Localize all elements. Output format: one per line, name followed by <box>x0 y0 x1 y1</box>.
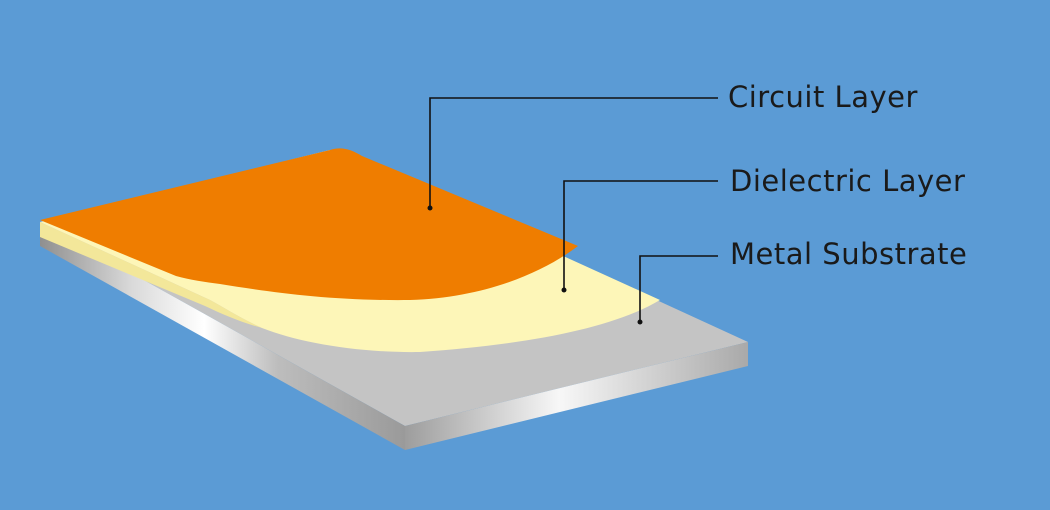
callouts: Circuit Layer Dielectric Layer Metal Sub… <box>427 80 967 325</box>
dielectric-layer-leader-dot <box>561 287 567 293</box>
circuit-layer-leader-line <box>429 97 718 208</box>
circuit-layer-leader-dot <box>427 205 433 211</box>
dielectric-layer-leader-line <box>563 180 718 290</box>
circuit-layer-label: Circuit Layer <box>728 80 918 114</box>
dielectric-layer-edge <box>40 222 262 328</box>
metal-substrate-leader-dot <box>637 319 643 325</box>
metal-substrate-label: Metal Substrate <box>730 237 967 271</box>
metal-substrate-front-edge <box>40 222 405 450</box>
metal-substrate-right-edge <box>405 342 748 450</box>
circuit-layer-top <box>40 148 578 301</box>
circuit-layer <box>40 148 578 301</box>
dielectric-layer-label: Dielectric Layer <box>730 164 965 198</box>
metal-substrate-leader-line <box>639 255 718 322</box>
